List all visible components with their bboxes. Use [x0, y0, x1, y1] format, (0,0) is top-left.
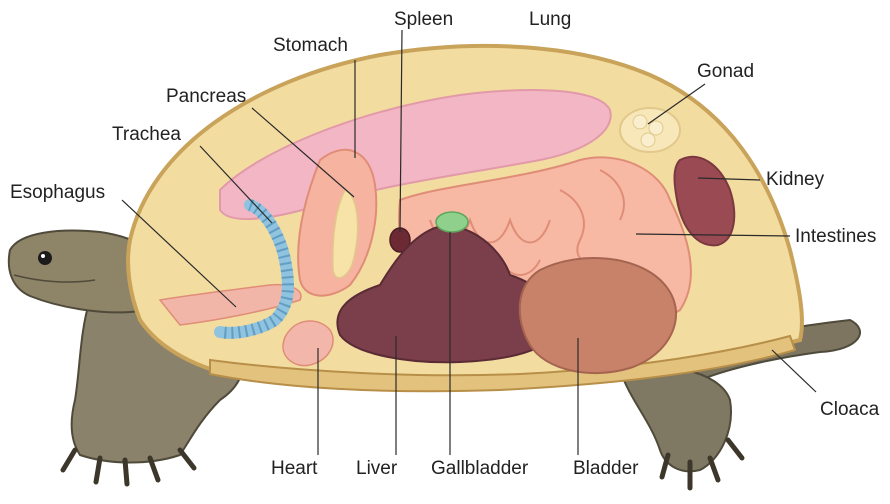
label-stomach: Stomach [273, 35, 348, 56]
label-spleen: Spleen [394, 9, 453, 30]
eye-icon [38, 251, 52, 265]
label-gonad: Gonad [697, 61, 754, 82]
label-heart: Heart [271, 458, 318, 479]
gonad [620, 108, 680, 152]
bladder [520, 258, 676, 373]
label-pancreas: Pancreas [166, 86, 246, 107]
label-liver: Liver [356, 458, 398, 479]
label-trachea: Trachea [112, 124, 181, 145]
label-esophagus: Esophagus [10, 182, 105, 203]
label-intestines: Intestines [795, 226, 876, 247]
label-cloaca: Cloaca [820, 399, 880, 420]
label-gallbladder: Gallbladder [431, 458, 529, 479]
label-lung: Lung [529, 9, 571, 30]
label-kidney: Kidney [766, 169, 825, 190]
label-bladder: Bladder [573, 458, 639, 479]
gallbladder [436, 212, 468, 232]
